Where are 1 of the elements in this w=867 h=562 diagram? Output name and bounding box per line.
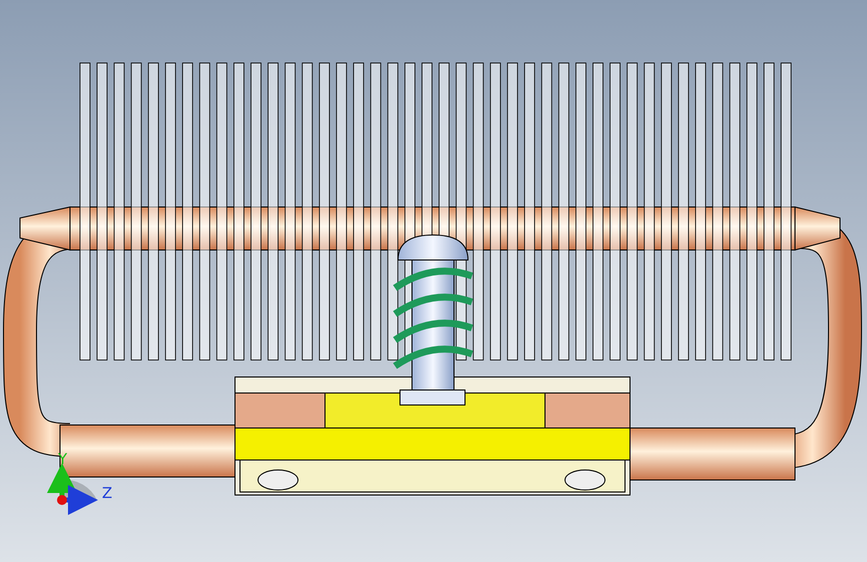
axis-label: Z [102, 486, 112, 501]
